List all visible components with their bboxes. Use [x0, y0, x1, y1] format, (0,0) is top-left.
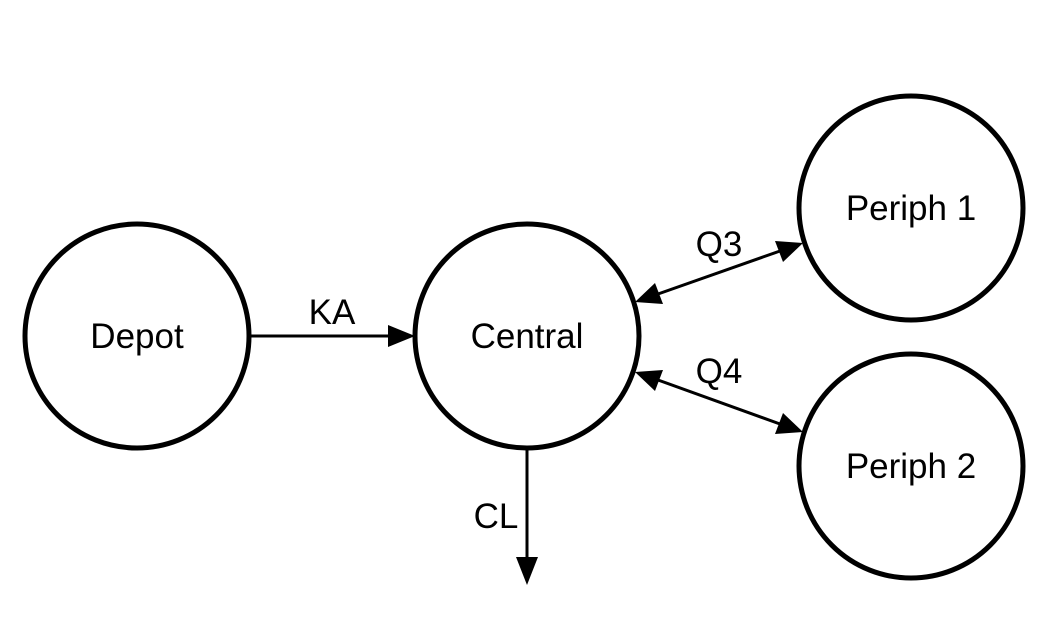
node-central: Central — [412, 221, 642, 451]
node-periph-1-label: Periph 1 — [846, 189, 976, 228]
node-periph-2-circle — [796, 351, 1026, 581]
edge-q3-arrowhead-central — [635, 283, 663, 304]
node-periph-1-circle — [796, 93, 1026, 323]
edge-q4-arrowhead-central — [635, 370, 663, 391]
edge-q4-label: Q4 — [696, 352, 743, 391]
node-periph-2: Periph 2 — [796, 351, 1026, 581]
edge-q4: Q4 — [635, 352, 803, 434]
edge-cl-label: CL — [474, 497, 519, 536]
node-periph-1: Periph 1 — [796, 93, 1026, 323]
edge-q3-arrowhead-periph1 — [775, 241, 803, 262]
edge-q3: Q3 — [635, 225, 803, 304]
node-central-circle — [412, 221, 642, 451]
node-depot-circle — [22, 221, 252, 451]
edge-q3-line — [657, 249, 781, 296]
node-depot-label: Depot — [90, 317, 184, 356]
edge-cl-arrowhead — [516, 557, 538, 585]
edge-ka: KA — [248, 293, 415, 347]
edge-q4-line — [657, 378, 781, 426]
edge-cl: CL — [474, 449, 538, 585]
node-depot: Depot — [22, 221, 252, 451]
node-periph-2-label: Periph 2 — [846, 447, 976, 486]
edge-q4-arrowhead-periph2 — [775, 413, 803, 434]
node-central-label: Central — [471, 317, 584, 356]
edge-ka-arrowhead — [388, 325, 415, 347]
edge-q3-label: Q3 — [696, 225, 743, 264]
edge-ka-label: KA — [309, 293, 356, 332]
